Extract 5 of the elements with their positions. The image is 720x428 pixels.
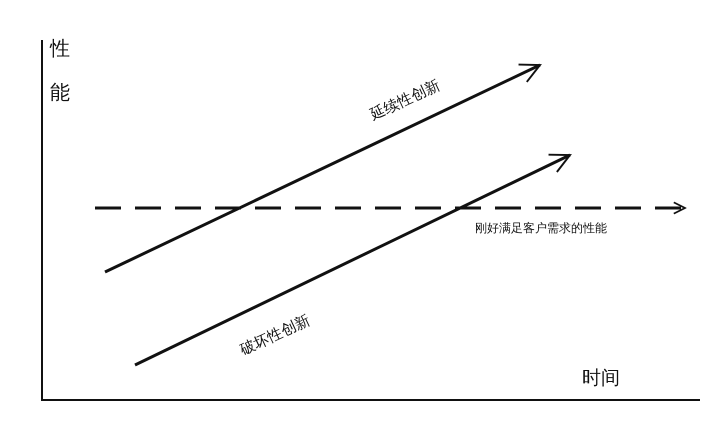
line-label: 破坏性创新 bbox=[238, 312, 312, 358]
axis-title: 性能 bbox=[50, 35, 71, 106]
axis-title: 时间 bbox=[582, 368, 620, 389]
line-label: 刚好满足客户需求的性能 bbox=[475, 222, 607, 236]
line-label: 延续性创新 bbox=[368, 76, 442, 124]
